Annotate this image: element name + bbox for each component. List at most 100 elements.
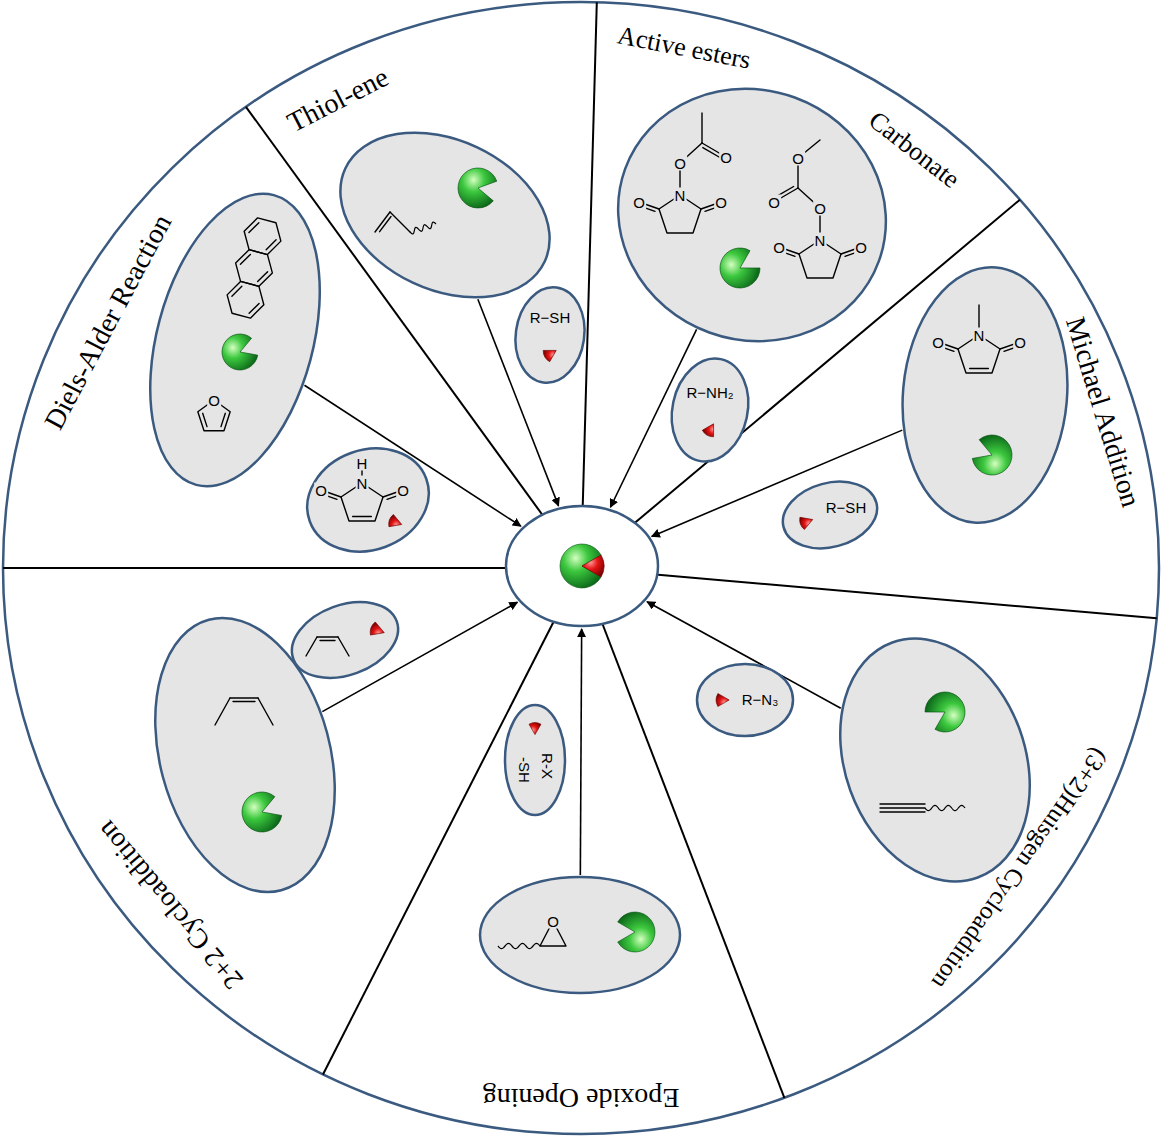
- bond-line: [701, 113, 702, 143]
- atom-label: O: [673, 156, 687, 171]
- wavy-bond: [410, 222, 436, 234]
- ellipse-outline: [892, 260, 1078, 529]
- sector-divider: [3, 567, 581, 569]
- bond-line: [353, 516, 372, 517]
- bond-line: [317, 636, 338, 637]
- diene-ellipse: O: [81, 186, 389, 494]
- ellipse-outline: [480, 877, 680, 993]
- green-pacman: [217, 330, 261, 375]
- bond-line: [221, 413, 225, 426]
- ellipse-outline: [775, 472, 884, 559]
- bond-line: [880, 811, 925, 812]
- atom-label: N: [973, 328, 986, 343]
- atom-label: O: [772, 240, 786, 255]
- bond-line: [258, 272, 268, 282]
- atom-label: O: [767, 195, 781, 210]
- atom-label: H: [356, 456, 369, 471]
- atom-label: O: [719, 150, 733, 165]
- reagent-label: R−SH: [530, 310, 570, 327]
- ellipse-shape: [331, 101, 559, 329]
- ellipse-outline: [506, 506, 658, 626]
- atom-label: N: [814, 233, 827, 248]
- ellipse-shape: [476, 701, 594, 819]
- ellipse-outline: [582, 51, 921, 378]
- atom-label: N: [674, 188, 687, 203]
- red-wedge: [701, 421, 719, 439]
- ellipse-shape: [654, 354, 766, 466]
- sector-title: Thiol-ene: [283, 63, 393, 137]
- ring-outline: [244, 218, 281, 255]
- bond-line: [258, 698, 273, 725]
- atom-label: O: [714, 195, 728, 210]
- red-wedge: [369, 621, 387, 639]
- reaction-arrow: [647, 602, 841, 708]
- bond-line: [203, 413, 207, 426]
- ellipse-shape: [613, 76, 891, 354]
- wheel-rim: [3, 2, 1159, 1134]
- sector-title: Michael Addition: [1061, 313, 1145, 509]
- sector-divider: [581, 568, 1157, 618]
- atom-label: O: [791, 151, 805, 166]
- bond-line: [215, 698, 230, 725]
- reagent-label: R−N₃: [742, 692, 779, 709]
- azide-ellipse: R−N₃: [693, 648, 797, 752]
- bond-line: [249, 303, 259, 313]
- reaction-arrow: [322, 602, 517, 711]
- red-wedge: [387, 514, 404, 531]
- bond-line: [338, 637, 349, 656]
- bond-line: [320, 640, 335, 641]
- maleimide-ellipse: ONO: [853, 263, 1117, 527]
- bond-line: [970, 368, 989, 369]
- reagent-label: -SH: [516, 757, 533, 783]
- ellipse-shape: [302, 434, 434, 566]
- green-pacman: [236, 787, 285, 837]
- bond-line: [233, 701, 255, 702]
- reagent-label: R−SH: [826, 500, 866, 517]
- atom-label: O: [813, 201, 827, 216]
- sector-title: Epoxide Opening: [483, 1084, 680, 1112]
- atom-label: O: [931, 335, 945, 350]
- bond-line: [266, 240, 276, 250]
- ellipse-outline: [662, 351, 757, 468]
- ellipse-shape: [498, 283, 602, 387]
- thiol-ellipse: R−SH: [498, 283, 602, 387]
- atom-label: O: [207, 393, 221, 408]
- ellipse-outline: [509, 283, 590, 388]
- green-pacman: [969, 430, 1018, 480]
- atom-label: O: [632, 195, 646, 210]
- wavy-bond: [498, 943, 540, 948]
- bond-line: [375, 212, 390, 232]
- atom-label: O: [314, 483, 328, 498]
- active-ester-ellipse: OONOOOOONOO: [613, 76, 891, 354]
- ellipse-shape: [502, 486, 662, 646]
- red-wedge: [582, 555, 604, 577]
- amine-ellipse: R−NH₂: [654, 354, 766, 466]
- ellipse-shape: [81, 186, 389, 494]
- sector-divider: [581, 568, 784, 1098]
- epoxide-ellipse: O: [476, 831, 684, 1039]
- reagent-label: R-X: [539, 753, 556, 779]
- red-wedge: [542, 345, 560, 363]
- bond-line: [230, 697, 258, 698]
- green-pacman: [618, 912, 655, 952]
- nucleophile-ellipse: R-X -SH: [476, 701, 594, 819]
- atom-label: N: [356, 476, 369, 491]
- bond-line: [880, 807, 925, 808]
- green-pacman: [920, 685, 972, 738]
- ring-outline: [236, 250, 273, 287]
- product-ellipse: [502, 486, 662, 646]
- sector-divider: [581, 2, 597, 568]
- wavy-bond: [925, 805, 965, 810]
- ellipse-outline: [505, 705, 565, 815]
- red-wedge: [798, 513, 815, 530]
- bond-line: [880, 803, 925, 804]
- green-pacman: [713, 242, 765, 295]
- dienophile-ellipse: HNOO: [302, 434, 434, 566]
- ring-outline: [227, 281, 264, 318]
- reagent-label: R−NH₂: [686, 385, 733, 402]
- bond-line: [380, 217, 391, 232]
- red-wedge: [716, 694, 729, 707]
- red-wedge: [529, 723, 541, 735]
- ellipse-shape: [476, 831, 684, 1039]
